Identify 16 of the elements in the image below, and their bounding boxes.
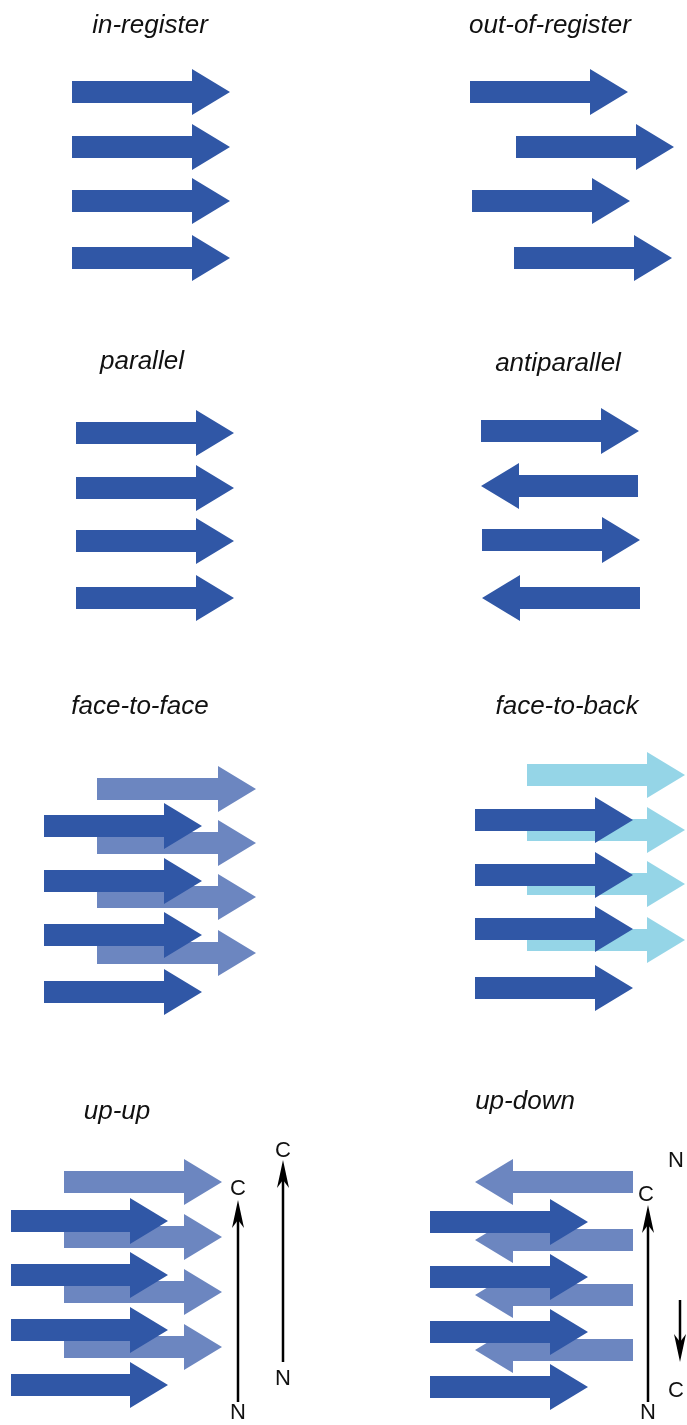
panel-title: up-up — [83, 1097, 151, 1123]
terminus-label: C — [668, 1379, 684, 1401]
panel-title: up-down — [475, 1087, 575, 1113]
terminus-label: C — [638, 1183, 654, 1205]
terminus-label: C — [230, 1177, 246, 1199]
panel-title: parallel — [100, 347, 184, 373]
terminus-label: N — [668, 1149, 684, 1171]
panel-title: antiparallel — [495, 349, 621, 375]
terminus-label: N — [275, 1367, 291, 1389]
terminus-label: N — [640, 1401, 656, 1423]
panel-title: out-of-register — [469, 11, 631, 37]
terminus-label: N — [230, 1401, 246, 1423]
panel-title: face-to-face — [71, 692, 209, 718]
panel-title: in-register — [92, 11, 208, 37]
panel-title: face-to-back — [495, 692, 639, 718]
terminus-label: C — [275, 1139, 291, 1161]
